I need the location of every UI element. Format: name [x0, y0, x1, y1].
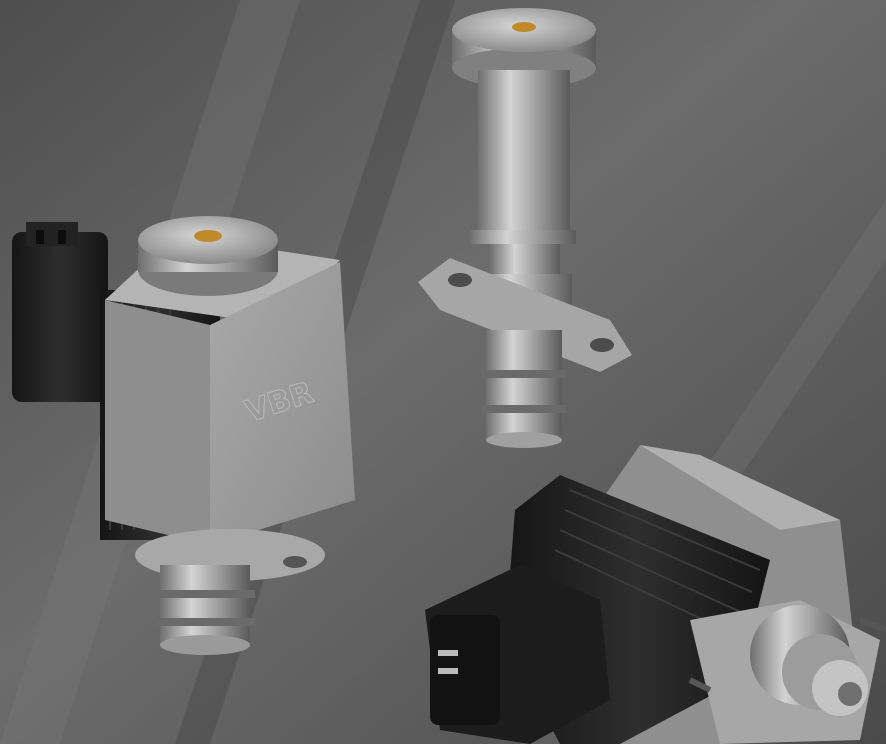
- center-cartridge-valve: [418, 8, 632, 448]
- bottom-right-solenoid-valve: [425, 445, 886, 744]
- left-solenoid-valve: VBR: [12, 216, 355, 655]
